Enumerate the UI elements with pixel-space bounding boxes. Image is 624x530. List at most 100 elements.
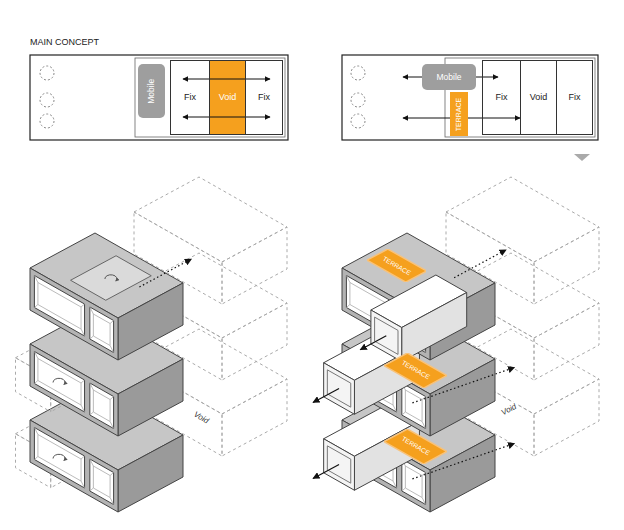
box-opening bbox=[34, 352, 84, 413]
opening-edge bbox=[34, 428, 38, 435]
opening-depth bbox=[93, 314, 110, 346]
opening-depth bbox=[93, 390, 110, 422]
opening-edge bbox=[34, 276, 38, 283]
block-label: TERRACE bbox=[456, 97, 463, 130]
opening-edge bbox=[90, 383, 94, 390]
ghost-box-side bbox=[534, 227, 599, 304]
ghost-box-side bbox=[534, 303, 599, 380]
opening-edge bbox=[90, 459, 94, 466]
opening-edge bbox=[402, 412, 406, 415]
plan-outline bbox=[342, 55, 598, 140]
mobile-block: Mobile bbox=[422, 64, 476, 90]
box-opening bbox=[90, 307, 114, 353]
opening-edge bbox=[110, 397, 114, 400]
dotted-move-arrow bbox=[139, 259, 191, 287]
opening-edge bbox=[422, 498, 426, 505]
left-stack bbox=[16, 177, 287, 512]
opening-edge bbox=[34, 457, 38, 460]
diagram-title: MAIN CONCEPT bbox=[30, 38, 99, 47]
void-label: Void bbox=[498, 401, 520, 419]
terrace-fill bbox=[384, 429, 447, 464]
opening-depth bbox=[38, 283, 81, 330]
column-circle bbox=[351, 66, 365, 80]
terrace-fill bbox=[367, 249, 427, 282]
ghost-box-side bbox=[222, 227, 287, 304]
opening-depth bbox=[38, 435, 81, 482]
slide-arrow bbox=[183, 117, 270, 118]
mobile-box-side bbox=[402, 293, 467, 362]
ghost-box-top bbox=[134, 177, 287, 262]
rotate-arrow bbox=[53, 454, 65, 460]
opening-edge bbox=[90, 307, 94, 314]
column-circle bbox=[351, 114, 365, 128]
isometric-stacks bbox=[16, 177, 599, 512]
column-circle bbox=[40, 66, 54, 80]
fixed-block: Fix bbox=[556, 60, 593, 135]
module-box-side bbox=[118, 359, 183, 436]
ghost-box-side bbox=[222, 379, 287, 456]
terrace-patch: TERRACE bbox=[384, 353, 447, 388]
box-opening bbox=[402, 459, 426, 505]
rotate-arrow bbox=[53, 378, 65, 384]
opening-edge bbox=[90, 412, 94, 415]
column-circle bbox=[40, 93, 54, 107]
block-label: Fix bbox=[258, 93, 270, 102]
box-opening bbox=[34, 276, 84, 337]
block-label: Fix bbox=[184, 93, 196, 102]
opening-edge bbox=[422, 422, 426, 429]
block-label: Mobile bbox=[147, 78, 156, 103]
opening-edge bbox=[81, 405, 85, 412]
move-arrow bbox=[313, 465, 339, 479]
rotate-arrow bbox=[105, 275, 117, 281]
terrace-patch: TERRACE bbox=[384, 429, 447, 464]
void-label: Void bbox=[190, 409, 212, 428]
module-box-side bbox=[118, 435, 183, 512]
ghost-box-side bbox=[222, 303, 287, 380]
opening-edge bbox=[110, 346, 114, 353]
fixed-block: Fix bbox=[245, 60, 283, 135]
block-label: Fix bbox=[496, 93, 508, 102]
down-triangle bbox=[574, 154, 590, 161]
dotted-move-arrow bbox=[454, 250, 506, 278]
block-label: Fix bbox=[569, 93, 581, 102]
module-box-front bbox=[30, 420, 118, 512]
terrace-block: TERRACE bbox=[450, 92, 468, 136]
opening-edge bbox=[346, 276, 350, 283]
opening-edge bbox=[81, 304, 85, 307]
opening-edge bbox=[110, 321, 114, 324]
opening-edge bbox=[81, 481, 85, 488]
opening-edge bbox=[81, 456, 85, 459]
box-opening bbox=[402, 383, 426, 429]
mobile-outline bbox=[71, 256, 152, 301]
column-circle bbox=[40, 114, 54, 128]
move-arrow bbox=[313, 389, 339, 403]
opening-edge bbox=[393, 405, 397, 412]
opening-edge bbox=[90, 336, 94, 339]
right-stack bbox=[313, 177, 599, 512]
column-circle bbox=[351, 93, 365, 107]
opening-edge bbox=[402, 488, 406, 491]
block-label: Mobile bbox=[436, 73, 461, 82]
box-opening bbox=[90, 459, 114, 505]
fixed-block: Fix bbox=[482, 60, 521, 135]
ghost-box-top bbox=[446, 177, 599, 262]
opening-depth bbox=[38, 359, 81, 406]
opening-edge bbox=[393, 481, 397, 488]
opening-edge bbox=[110, 498, 114, 505]
block-label: Void bbox=[530, 93, 548, 102]
opening-edge bbox=[34, 305, 38, 308]
block-label: Void bbox=[219, 93, 237, 102]
opening-depth bbox=[405, 466, 422, 498]
void-block: Void bbox=[520, 60, 557, 135]
opening-edge bbox=[110, 473, 114, 476]
slide-arrow bbox=[183, 79, 270, 80]
opening-edge bbox=[90, 488, 94, 491]
opening-edge bbox=[110, 422, 114, 429]
terrace-fill bbox=[384, 353, 447, 388]
opening-edge bbox=[34, 381, 38, 384]
ghost-box-side bbox=[534, 379, 599, 456]
terrace-patch: TERRACE bbox=[367, 249, 427, 282]
